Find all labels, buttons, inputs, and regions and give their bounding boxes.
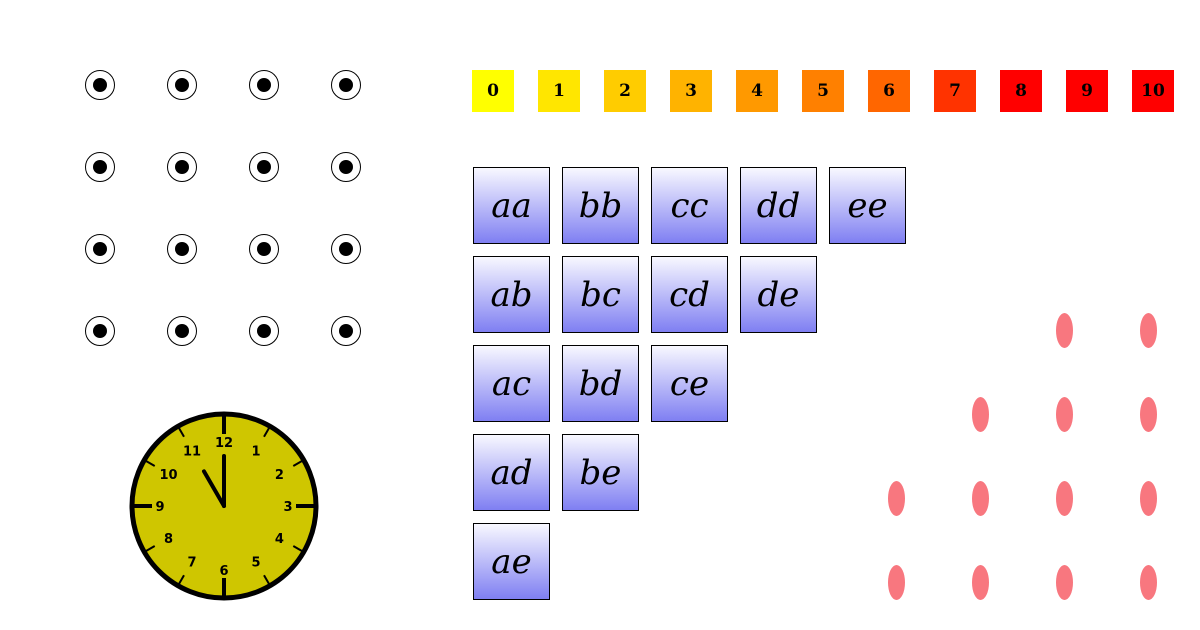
radio-dot-fill (339, 242, 353, 256)
radio-dot-fill (257, 242, 271, 256)
clock-numeral: 7 (187, 555, 196, 570)
scale-square: 3 (670, 70, 712, 112)
clock-tick (176, 574, 185, 588)
clock-numeral: 5 (251, 555, 260, 570)
radio-dot (85, 70, 115, 100)
pink-ellipse (1140, 481, 1157, 516)
scale-square: 2 (604, 70, 646, 112)
pink-ellipse (1056, 313, 1073, 348)
radio-dot-fill (175, 78, 189, 92)
radio-dot-fill (175, 160, 189, 174)
scale-square: 4 (736, 70, 778, 112)
clock-numeral: 1 (251, 445, 260, 460)
clock-numeral: 11 (183, 445, 201, 460)
radio-dot (85, 234, 115, 264)
clock-numeral: 8 (164, 532, 173, 547)
clock-ticks (131, 413, 317, 599)
clock-numeral: 4 (275, 532, 284, 547)
radio-dot (167, 316, 197, 346)
radio-dot-fill (257, 324, 271, 338)
radio-dot (167, 70, 197, 100)
radio-dot-fill (93, 242, 107, 256)
radio-dot (331, 234, 361, 264)
clock-tick (263, 574, 272, 588)
radio-dot-fill (93, 160, 107, 174)
pink-ellipse (1140, 313, 1157, 348)
letter-tile: de (740, 256, 817, 333)
radio-dot (249, 70, 279, 100)
clock-numeral: 10 (160, 468, 178, 483)
letter-tile: ee (829, 167, 906, 244)
radio-dot (85, 152, 115, 182)
hour-hand (202, 469, 226, 508)
radio-dot (331, 70, 361, 100)
pink-ellipse (1056, 481, 1073, 516)
clock-tick (142, 545, 156, 554)
clock-tick (292, 458, 306, 467)
scale-square: 7 (934, 70, 976, 112)
letter-tile: bb (562, 167, 639, 244)
pink-ellipse (972, 481, 989, 516)
radio-dot (331, 316, 361, 346)
radio-dot-fill (93, 324, 107, 338)
clock-tick (263, 424, 272, 438)
radio-dot-fill (339, 324, 353, 338)
letter-tile: be (562, 434, 639, 511)
pink-ellipse (1056, 397, 1073, 432)
letter-tile: ae (473, 523, 550, 600)
radio-dot-fill (175, 324, 189, 338)
radio-dot-fill (257, 160, 271, 174)
clock-numerals: 12 12 3 45 6 78 9 10 11 (155, 436, 292, 579)
letter-tile: dd (740, 167, 817, 244)
radio-dot (249, 234, 279, 264)
letter-tile: cc (651, 167, 728, 244)
pink-ellipse (1056, 565, 1073, 600)
clock-tick (176, 424, 185, 438)
letter-tile: cd (651, 256, 728, 333)
radio-dot (167, 152, 197, 182)
scale-square: 9 (1066, 70, 1108, 112)
pink-ellipse (972, 565, 989, 600)
radio-dot-fill (257, 78, 271, 92)
radio-dot (331, 152, 361, 182)
scale-square: 10 (1132, 70, 1174, 112)
radio-dot (249, 316, 279, 346)
clock-tick (142, 458, 156, 467)
clock-numeral: 12 (215, 436, 233, 451)
pink-ellipse (1140, 565, 1157, 600)
pink-ellipse (888, 481, 905, 516)
scale-square: 6 (868, 70, 910, 112)
letter-tile: bc (562, 256, 639, 333)
pink-ellipse (1140, 397, 1157, 432)
letter-tile: bd (562, 345, 639, 422)
clock-numeral: 3 (283, 500, 292, 515)
scale-square: 0 (472, 70, 514, 112)
radio-dot (249, 152, 279, 182)
radio-dot-fill (339, 78, 353, 92)
letter-tile: ac (473, 345, 550, 422)
clock-numeral: 6 (219, 564, 228, 579)
scale-square: 1 (538, 70, 580, 112)
clock-numeral: 2 (275, 468, 284, 483)
clock-numeral: 9 (155, 500, 164, 515)
radio-dot (167, 234, 197, 264)
pink-ellipse (888, 565, 905, 600)
letter-tile: aa (473, 167, 550, 244)
scale-square: 5 (802, 70, 844, 112)
letter-tile: ab (473, 256, 550, 333)
clock-tick (292, 545, 306, 554)
radio-dot-fill (175, 242, 189, 256)
pink-ellipse (972, 397, 989, 432)
letter-tile: ce (651, 345, 728, 422)
letter-tile: ad (473, 434, 550, 511)
radio-dot-fill (93, 78, 107, 92)
scale-square: 8 (1000, 70, 1042, 112)
clock: 12 12 3 45 6 78 9 10 11 (129, 411, 319, 601)
radio-dot-fill (339, 160, 353, 174)
radio-dot (85, 316, 115, 346)
